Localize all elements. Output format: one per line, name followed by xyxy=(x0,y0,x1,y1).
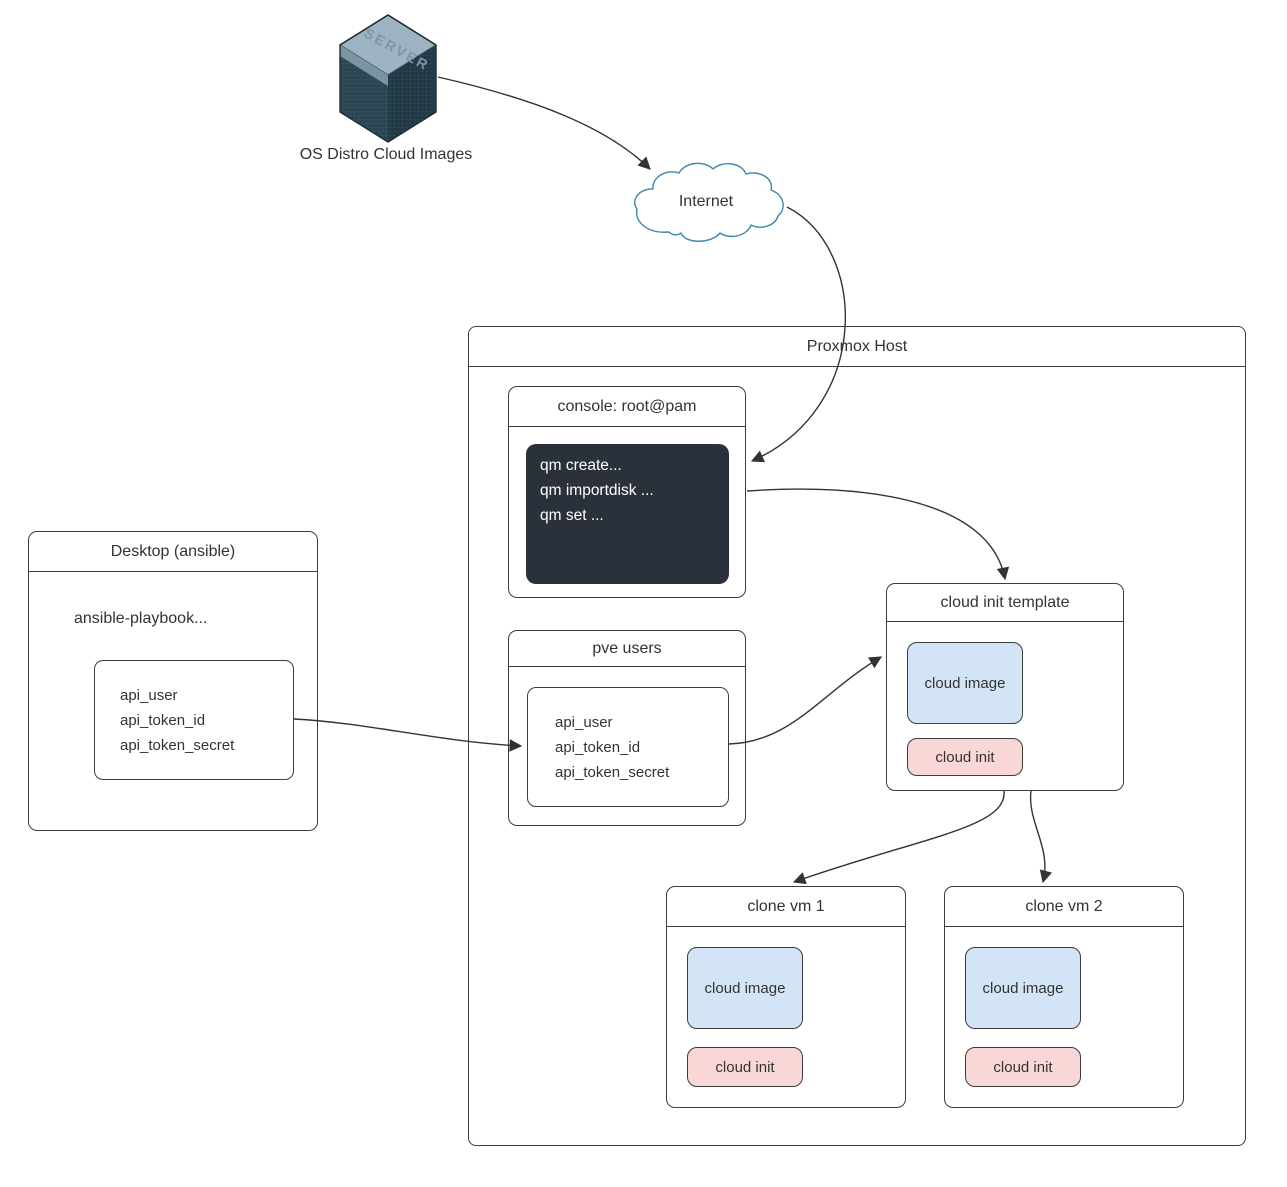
cloud-init-chip: cloud init xyxy=(965,1047,1081,1087)
desktop-api-credentials-box: api_user api_token_id api_token_secret xyxy=(94,660,294,780)
credential-field: api_user xyxy=(555,713,613,731)
pve-users-credentials-box: api_user api_token_id api_token_secret xyxy=(527,687,729,807)
os-images-label: OS Distro Cloud Images xyxy=(299,146,473,163)
cloud-init-chip: cloud init xyxy=(687,1047,803,1087)
ansible-playbook-command: ansible-playbook... xyxy=(74,610,208,627)
server-icon: SERVER xyxy=(339,14,437,143)
desktop-ansible-box: Desktop (ansible) ansible-playbook... ap… xyxy=(28,531,318,831)
cloud-init-chip: cloud init xyxy=(907,738,1023,776)
cloud-image-chip: cloud image xyxy=(687,947,803,1029)
console-title: console: root@pam xyxy=(509,387,745,427)
clone-vm-2-box: clone vm 2 cloud image cloud init xyxy=(944,886,1184,1108)
credential-field: api_user xyxy=(120,686,178,704)
credential-field: api_token_secret xyxy=(555,763,670,781)
internet-label: Internet xyxy=(679,193,734,210)
terminal-line: qm create... xyxy=(540,457,622,474)
terminal-line: qm importdisk ... xyxy=(540,482,654,499)
clone-vm-1-title: clone vm 1 xyxy=(667,887,905,927)
clone-vm-1-box: clone vm 1 cloud image cloud init xyxy=(666,886,906,1108)
terminal-line: qm set ... xyxy=(540,507,604,524)
cloud-init-template-title: cloud init template xyxy=(887,584,1123,622)
pve-users-box: pve users api_user api_token_id api_toke… xyxy=(508,630,746,826)
console-box: console: root@pam qm create... qm import… xyxy=(508,386,746,598)
proxmox-host-title: Proxmox Host xyxy=(469,327,1245,367)
internet-cloud: Internet xyxy=(634,162,784,242)
credential-field: api_token_id xyxy=(555,738,641,756)
credential-field: api_token_id xyxy=(120,711,206,729)
cloud-init-template-box: cloud init template cloud image cloud in… xyxy=(886,583,1124,791)
cloud-image-chip: cloud image xyxy=(907,642,1023,724)
pve-users-title: pve users xyxy=(509,631,745,667)
credential-field: api_token_secret xyxy=(120,736,235,754)
cloud-image-chip: cloud image xyxy=(965,947,1081,1029)
terminal-window: qm create... qm importdisk ... qm set ..… xyxy=(526,444,729,584)
clone-vm-2-title: clone vm 2 xyxy=(945,887,1183,927)
desktop-ansible-title: Desktop (ansible) xyxy=(29,532,317,572)
